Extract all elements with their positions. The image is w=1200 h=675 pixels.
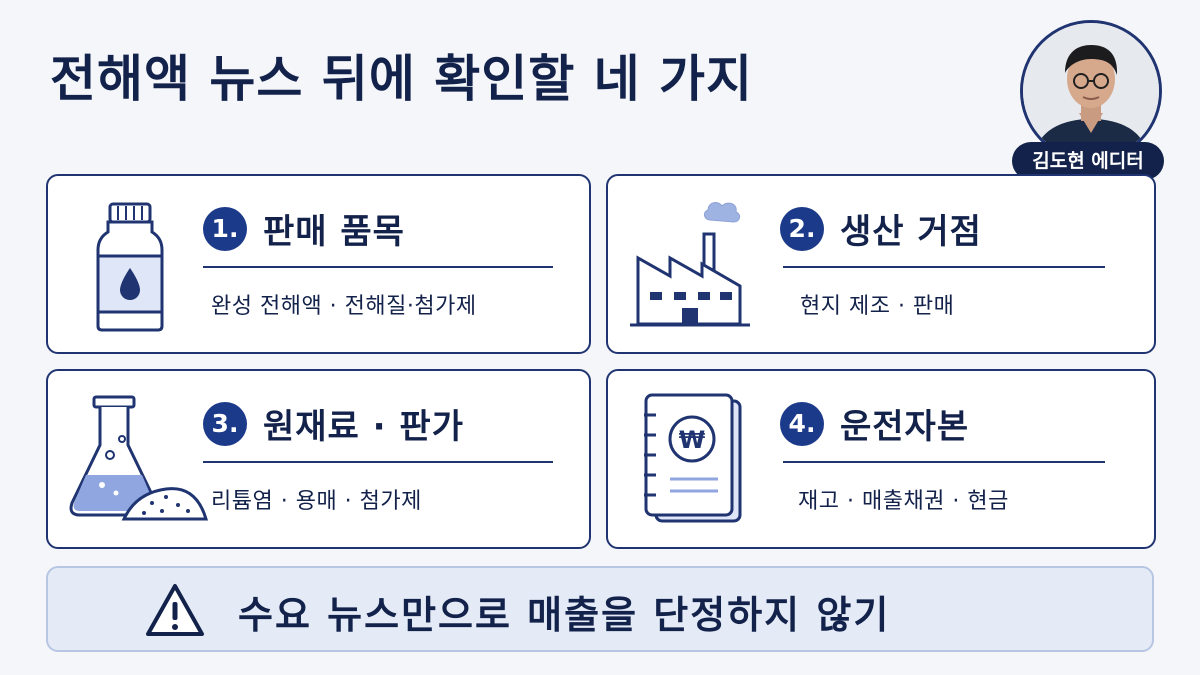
card-header: 3. 원재료 · 판가 [203, 399, 464, 448]
warning-banner: 수요 뉴스만으로 매출을 단정하지 않기 [46, 566, 1154, 652]
card-title: 판매 품목 [263, 212, 405, 252]
card-number: 1. [203, 206, 247, 251]
divider [783, 461, 1105, 463]
card-description: 현지 제조 · 판매 [800, 294, 955, 319]
card-header: 2. 생산 거점 [780, 204, 982, 253]
ledger-won-icon: ₩ [644, 393, 742, 523]
card-title: 생산 거점 [840, 212, 982, 252]
bottle-icon [96, 202, 164, 332]
card-number: 2. [780, 206, 824, 251]
card-description: 리튬염 · 용매 · 첨가제 [211, 489, 422, 514]
card-production-site: 2. 생산 거점 현지 제조 · 판매 [606, 174, 1156, 354]
svg-text:₩: ₩ [679, 426, 706, 454]
factory-icon [630, 202, 750, 327]
card-working-capital: ₩ 4. 운전자본 재고 · 매출채권 · 현금 [606, 369, 1156, 549]
flask-icon [69, 395, 209, 521]
warning-icon [146, 584, 204, 636]
card-header: 1. 판매 품목 [203, 204, 405, 253]
card-title: 원재료 · 판가 [263, 407, 464, 447]
card-sales-items: 1. 판매 품목 완성 전해액 · 전해질·첨가제 [46, 174, 591, 354]
editor-badge: 김도현 에디터 [1012, 20, 1164, 180]
card-title: 운전자본 [840, 407, 970, 447]
card-number: 3. [203, 401, 247, 446]
warning-text: 수요 뉴스만으로 매출을 단정하지 않기 [238, 593, 891, 637]
divider [783, 266, 1105, 268]
divider [203, 266, 553, 268]
card-description: 재고 · 매출채권 · 현금 [798, 489, 1009, 514]
editor-name-tag: 김도현 에디터 [1012, 142, 1164, 180]
avatar [1020, 20, 1162, 162]
card-description: 완성 전해액 · 전해질·첨가제 [211, 294, 477, 319]
page-title: 전해액 뉴스 뒤에 확인할 네 가지 [50, 50, 754, 108]
card-raw-materials: 3. 원재료 · 판가 리튬염 · 용매 · 첨가제 [46, 369, 591, 549]
card-header: 4. 운전자본 [780, 399, 969, 448]
card-number: 4. [780, 401, 824, 446]
divider [203, 461, 553, 463]
